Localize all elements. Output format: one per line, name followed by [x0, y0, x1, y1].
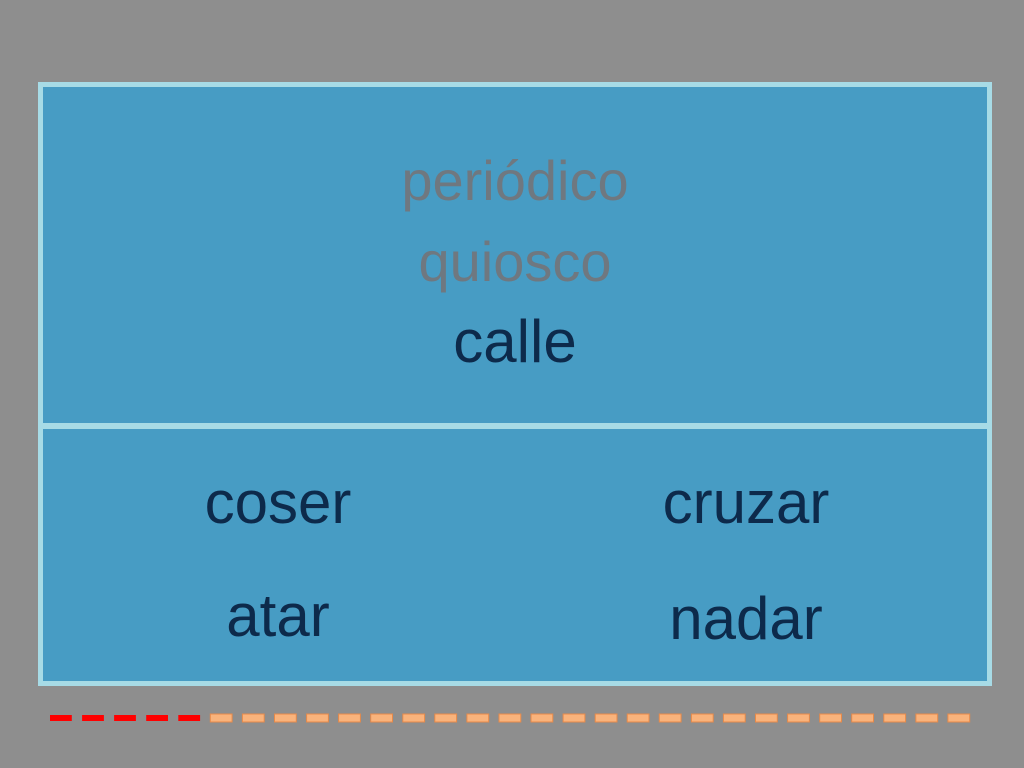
timer-segment-elapsed	[114, 715, 136, 721]
timer-segment-elapsed	[50, 715, 72, 721]
prompt-panel: periódico quiosco calle	[43, 87, 987, 423]
game-board: periódico quiosco calle coser cruzar ata…	[38, 82, 992, 686]
clue-word-2: quiosco	[418, 230, 612, 293]
timer-segment-remaining	[402, 713, 426, 723]
timer-segment-remaining	[434, 713, 458, 723]
option-coser[interactable]: coser	[204, 469, 352, 536]
timer-segment-remaining	[370, 713, 394, 723]
timer-segment-remaining	[594, 713, 618, 723]
answer-word: calle	[453, 308, 577, 375]
timer-segment-remaining	[851, 713, 875, 723]
timer-segment-elapsed	[146, 715, 168, 721]
timer-segment-remaining	[306, 713, 329, 723]
option-atar[interactable]: atar	[226, 582, 330, 649]
options-panel: coser cruzar atar nadar	[43, 429, 987, 681]
timer-bar	[50, 713, 971, 723]
timer-segment-remaining	[915, 713, 939, 723]
timer-segment-remaining	[690, 713, 714, 723]
timer-segment-elapsed	[82, 715, 104, 721]
timer-segment-remaining	[658, 713, 682, 723]
timer-segment-remaining	[498, 713, 522, 723]
timer-segment-remaining	[274, 713, 297, 723]
timer-segment-remaining	[722, 713, 746, 723]
timer-segment-remaining	[209, 713, 233, 723]
clue-word-1: periódico	[401, 149, 629, 212]
timer-segment-elapsed	[178, 715, 201, 721]
timer-segment-remaining	[466, 713, 490, 723]
option-cruzar[interactable]: cruzar	[662, 469, 830, 536]
timer-segment-remaining	[755, 713, 778, 723]
timer-segment-remaining	[787, 713, 810, 723]
timer-segment-remaining	[241, 713, 265, 723]
timer-segment-remaining	[883, 713, 907, 723]
timer-segment-remaining	[530, 713, 554, 723]
timer-segment-remaining	[819, 713, 843, 723]
timer-segment-remaining	[338, 713, 361, 723]
timer-segment-remaining	[947, 713, 971, 723]
timer-segment-remaining	[562, 713, 586, 723]
option-nadar[interactable]: nadar	[669, 585, 823, 652]
timer-segment-remaining	[626, 713, 650, 723]
